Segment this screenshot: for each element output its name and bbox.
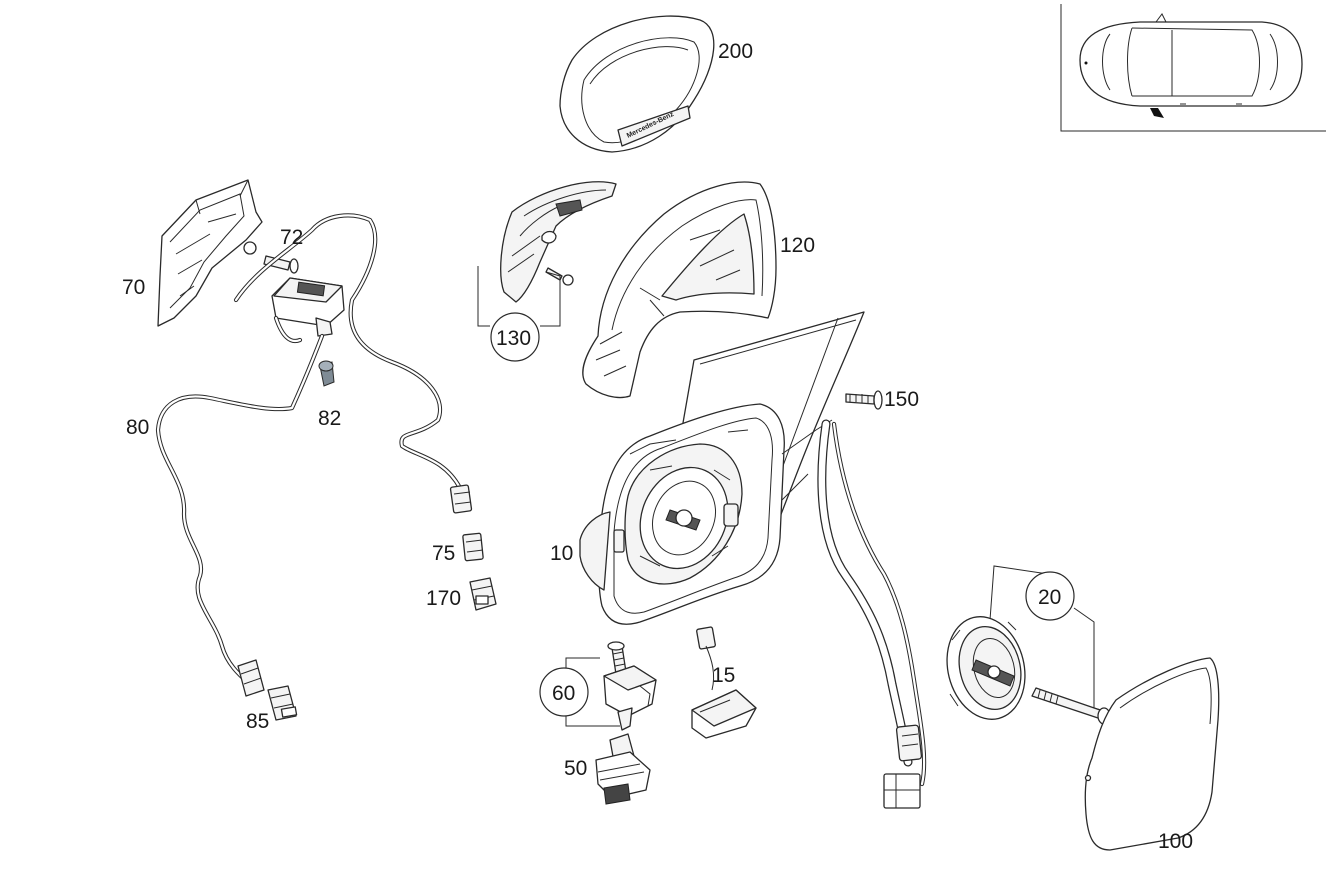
part-170-connector: [469, 577, 497, 611]
label-170: 170: [426, 587, 461, 610]
mirror-highlight-icon: [1150, 108, 1164, 118]
label-15: 15: [712, 664, 735, 687]
part-120-mirror-housing: [582, 181, 777, 399]
part-15-sensor: [691, 626, 757, 739]
label-50: 50: [564, 757, 587, 780]
callout-circle-20: [1025, 571, 1075, 621]
vehicle-location-inset: [1060, 4, 1326, 132]
callout-circle-130: [490, 312, 540, 362]
part-100-mirror-glass: [1084, 657, 1220, 851]
callout-circle-60: [539, 667, 589, 717]
label-120: 120: [780, 234, 815, 257]
part-80-control-unit-and-cable: [155, 213, 473, 693]
part-200-mirror-cover: Mercedes-Benz: [559, 15, 715, 153]
label-70: 70: [122, 276, 145, 299]
label-200: 200: [718, 40, 753, 63]
part-50-camera-module: [595, 733, 651, 805]
callout-labels: 200 120 130 150 72 70 82 80 10 75 170 20…: [122, 40, 1193, 853]
part-75-connector: [462, 532, 484, 562]
label-85: 85: [246, 710, 269, 733]
label-150: 150: [884, 388, 919, 411]
part-70-bracket: [157, 179, 263, 327]
leader-60: [565, 657, 620, 727]
part-20-mirror-actuator: [946, 565, 1111, 725]
car-topview-icon: [1079, 13, 1303, 118]
label-80: 80: [126, 416, 149, 439]
part-60-motor-housing: [539, 641, 657, 731]
label-20: 20: [1038, 586, 1061, 609]
part-85-connectors: [237, 659, 298, 721]
label-130: 130: [496, 327, 531, 350]
label-10: 10: [550, 542, 573, 565]
inset-frame: [1060, 4, 1326, 132]
label-100: 100: [1158, 830, 1193, 853]
screw-72: [263, 255, 299, 274]
screw-150: [845, 390, 883, 410]
label-82: 82: [318, 407, 341, 430]
leader-130: [477, 266, 561, 327]
part-10-mirror-assembly: [579, 311, 927, 809]
part-130-turn-signal-lamp: [477, 181, 617, 362]
screw-82: [318, 360, 335, 387]
label-72: 72: [280, 226, 303, 249]
label-75: 75: [432, 542, 455, 565]
label-60: 60: [552, 682, 575, 705]
